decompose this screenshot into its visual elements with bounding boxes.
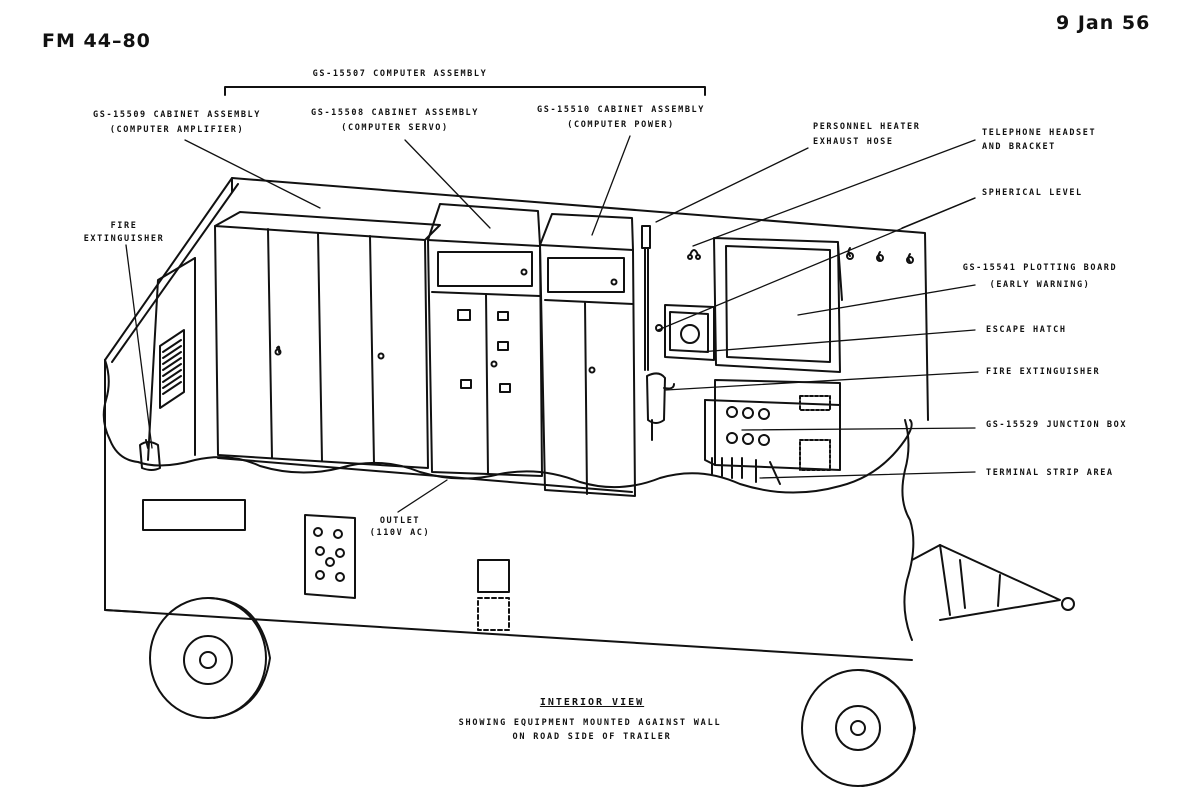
fire-extinguisher-left (139, 439, 161, 471)
receptacle-panel (304, 514, 356, 599)
label-amplifier-cabinet: GS-15509 CABINET ASSEMBLY (93, 110, 261, 120)
hooks (846, 247, 914, 264)
access-plate (477, 559, 510, 593)
trailer-back-wall (104, 177, 929, 421)
trailer-body-front (104, 359, 913, 661)
name-plate (142, 499, 246, 531)
access-plate-hidden (477, 597, 510, 631)
caption-title: INTERIOR VIEW (539, 697, 645, 708)
label-fire-extinguisher-right: FIRE EXTINGUISHER (986, 367, 1101, 377)
label-spherical-level: SPHERICAL LEVEL (982, 188, 1083, 198)
end-wall-vent (159, 329, 185, 409)
label-computer-assembly: GS-15507 COMPUTER ASSEMBLY (312, 69, 488, 79)
label-fire-extinguisher-left: FIRE (110, 221, 138, 231)
servo-cabinet (427, 203, 543, 477)
right-wheel (801, 669, 916, 787)
label-fire-extinguisher-left-sub: EXTINGUISHER (83, 234, 165, 244)
label-power-cabinet-sub: (COMPUTER POWER) (567, 120, 675, 130)
label-heater-hose: PERSONNEL HEATER (813, 122, 921, 132)
label-power-cabinet: GS-15510 CABINET ASSEMBLY (537, 105, 705, 115)
heater-exhaust-hose (641, 225, 651, 371)
label-plotting-board-sub: (EARLY WARNING) (989, 280, 1091, 290)
fire-extinguisher-right (646, 372, 675, 441)
caption-line-2: ON ROAD SIDE OF TRAILER (512, 732, 672, 742)
publication-date: 9 Jan 56 (1056, 12, 1151, 34)
manual-number: FM 44–80 (42, 30, 151, 52)
power-cabinet (539, 213, 636, 497)
label-telephone-sub: AND BRACKET (982, 142, 1056, 152)
cutaway-edge (102, 359, 913, 494)
label-telephone: TELEPHONE HEADSET (982, 128, 1097, 138)
label-servo-cabinet-sub: (COMPUTER SERVO) (341, 123, 449, 133)
label-outlet: OUTLET (379, 516, 421, 526)
computer-assembly-brace (224, 86, 706, 96)
telephone-headset (687, 249, 701, 260)
label-servo-cabinet: GS-15508 CABINET ASSEMBLY (311, 108, 479, 118)
plotting-board (713, 237, 843, 373)
label-plotting-board: GS-15541 PLOTTING BOARD (962, 263, 1118, 273)
amplifier-cabinet (214, 211, 441, 469)
label-terminal-strip: TERMINAL STRIP AREA (986, 468, 1114, 478)
label-heater-hose-sub: EXHAUST HOSE (813, 137, 894, 147)
label-junction-box: GS-15529 JUNCTION BOX (986, 420, 1128, 430)
caption-line-1: SHOWING EQUIPMENT MOUNTED AGAINST WALL (458, 718, 722, 728)
label-amplifier-cabinet-sub: (COMPUTER AMPLIFIER) (109, 125, 245, 135)
left-wheel (149, 597, 271, 719)
label-escape-hatch: ESCAPE HATCH (986, 325, 1067, 335)
tow-bar (911, 544, 1075, 621)
label-outlet-sub: (110V AC) (369, 528, 431, 538)
junction-box (704, 379, 841, 485)
